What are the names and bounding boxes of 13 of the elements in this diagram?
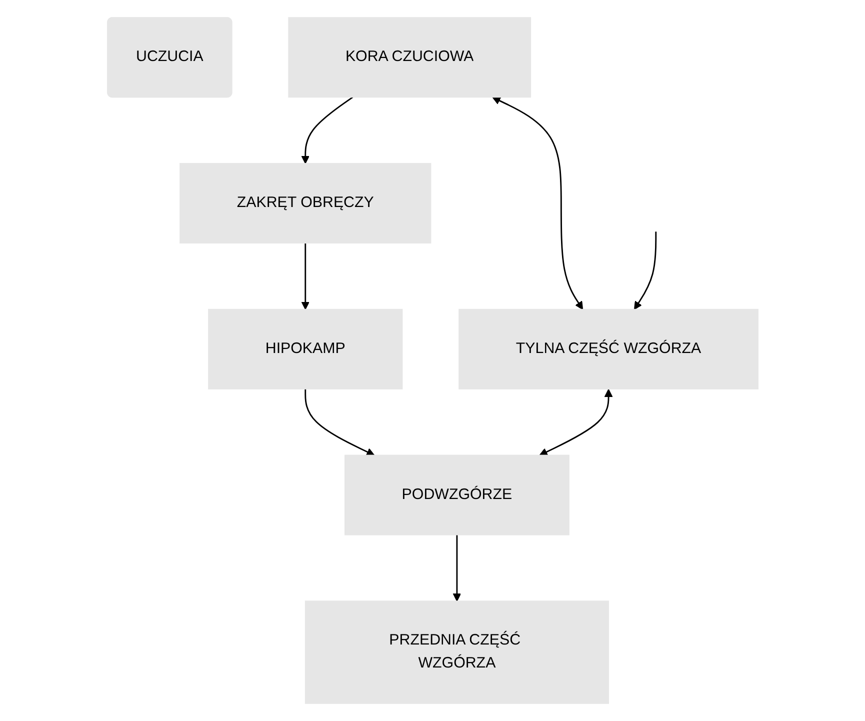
arrow (300, 96, 353, 164)
arrow (492, 96, 583, 310)
arrow (538, 388, 612, 456)
arrow (452, 534, 461, 602)
arrow (304, 388, 374, 456)
node-box: TYLNA CZĘŚĆ WZGÓRZA (458, 308, 758, 390)
arrow (300, 243, 310, 310)
node-box: PODWZGÓRZE (344, 454, 570, 536)
node-box: ZAKRĘT OBRĘCZY (179, 163, 431, 244)
arrow (634, 232, 656, 310)
node-box: KORA CZUCIOWA (288, 17, 531, 98)
node-box: PRZEDNIA CZĘŚĆ WZGÓRZA (304, 600, 609, 704)
node-box: HIPOKAMP (208, 308, 402, 390)
